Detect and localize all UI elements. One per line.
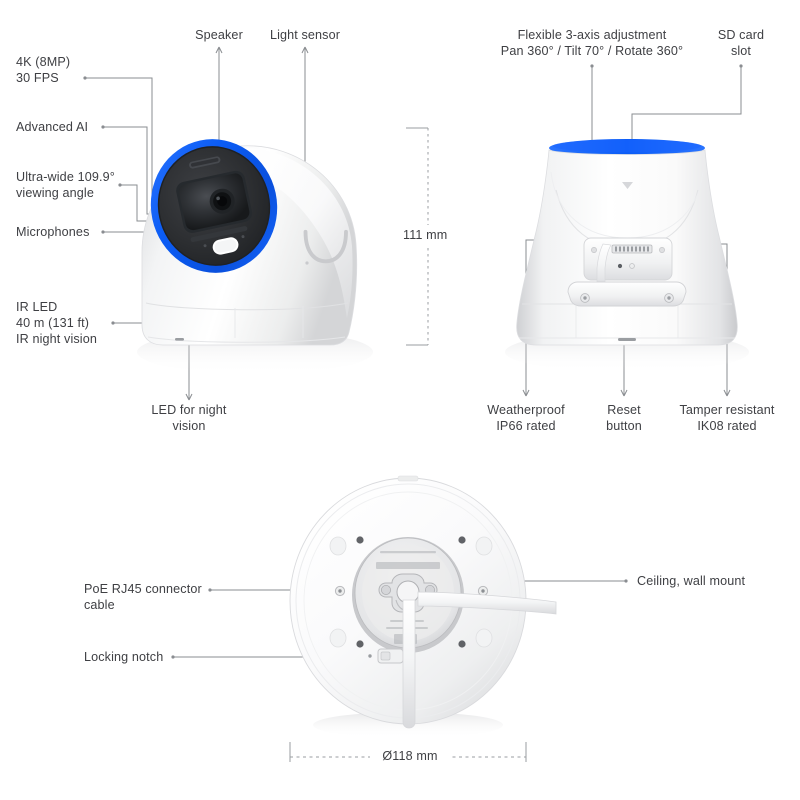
- screw-slot-right-head: [481, 589, 485, 593]
- dot-sd-card: [739, 64, 743, 68]
- keyhole-br: [475, 628, 493, 648]
- dot-locking-notch: [171, 655, 175, 659]
- front-base-vent: [175, 338, 184, 341]
- label-ir-led-line1: IR LED: [16, 300, 58, 314]
- plate-screw-right: [659, 247, 665, 253]
- label-sd-card-line1: SD card: [717, 28, 765, 42]
- arrowhead-led-night-vision: [185, 393, 193, 401]
- arrowhead-tamper-resistant: [723, 389, 731, 397]
- label-resolution-line1: 4K (8MP): [16, 55, 71, 69]
- arrowhead-speaker: [215, 46, 223, 54]
- microphone-hole-right: [241, 235, 245, 239]
- front-skirt-seams: [234, 306, 304, 338]
- label-poe-cable-line1: PoE RJ45 connector: [84, 582, 202, 596]
- label-resolution-line2: 30 FPS: [16, 71, 59, 85]
- arrowhead-reset-button: [620, 389, 628, 397]
- base-top-tab: [397, 475, 419, 482]
- height-dimension: [398, 127, 458, 346]
- dia-label-mask: [370, 746, 450, 768]
- dot-viewing-angle: [118, 183, 122, 187]
- speaker-slot-inner: [190, 158, 219, 167]
- label-weatherproof-line2: IP66 rated: [496, 419, 556, 433]
- label-speaker: Speaker: [195, 28, 243, 42]
- front-dome-highlight: [238, 147, 353, 318]
- label-tamper-resistant-line1: Tamper resistant: [679, 403, 775, 417]
- dot-resolution: [83, 76, 87, 80]
- plate-screw-left: [591, 247, 597, 253]
- dot-ir-led: [111, 321, 115, 325]
- bracket-screw-left-head: [583, 296, 587, 300]
- mount-hole-bl: [356, 640, 364, 648]
- front-led-ring-group: [150, 139, 278, 273]
- label-led-night-vision-line2: vision: [172, 419, 206, 433]
- keyhole-tr: [475, 536, 493, 556]
- mounting-bracket: [567, 281, 687, 307]
- front-skirt-line-upper: [145, 302, 349, 311]
- rear-led-ring-highlight: [553, 139, 701, 153]
- label-ir-led-line3: IR night vision: [16, 332, 97, 346]
- label-locking-notch: Locking notch: [84, 650, 164, 664]
- poe-cable-vertical: [402, 599, 416, 729]
- dot-ceiling-mount: [624, 579, 628, 583]
- poe-cable-horizontal: [417, 591, 557, 615]
- ir-led-band: [190, 226, 248, 243]
- reset-button: [617, 263, 623, 269]
- diameter-dimension: [289, 742, 527, 768]
- locking-notch-pin: [368, 654, 372, 658]
- dim-label-mask: [398, 225, 458, 245]
- mount-hole-tl: [356, 536, 364, 544]
- arrowhead-light-sensor: [301, 46, 309, 54]
- label-weatherproof-line1: Weatherproof: [487, 403, 565, 417]
- microphone-hole-left: [203, 244, 207, 248]
- bracket-screw-right-head: [667, 296, 671, 300]
- label-led-night-vision-line1: LED for night: [151, 403, 227, 417]
- label-light-sensor: Light sensor: [269, 28, 341, 42]
- dot-poe-cable: [208, 588, 212, 592]
- ubiquiti-logo-dot: [305, 261, 309, 265]
- screw-slot-left-head: [338, 589, 342, 593]
- rear-base-vent: [618, 338, 636, 341]
- label-reset-button-line1: Reset: [607, 403, 641, 417]
- lens-glint: [216, 196, 220, 201]
- label-ceiling-mount: Ceiling, wall mount: [637, 574, 746, 588]
- mount-base-illustration: [289, 475, 557, 738]
- keyhole-tl: [329, 536, 347, 556]
- keyhole-bl: [329, 628, 347, 648]
- dot-flexible-axis: [590, 64, 594, 68]
- cam-screw-left: [380, 585, 391, 596]
- label-microphones: Microphones: [16, 225, 90, 239]
- label-diameter-dimension: Ø118 mm: [382, 749, 438, 763]
- label-height-dimension: 111 mm: [403, 228, 448, 242]
- label-advanced-ai: Advanced AI: [16, 120, 89, 134]
- label-tamper-resistant-line2: IK08 rated: [697, 419, 757, 433]
- label-viewing-angle-line1: Ultra-wide 109.9°: [16, 170, 115, 184]
- label-ir-led-line2: 40 m (131 ft): [16, 316, 90, 330]
- mount-hole-br: [458, 640, 466, 648]
- label-reset-button-line2: button: [606, 419, 642, 433]
- arrowhead-weatherproof: [522, 389, 530, 397]
- ubiquiti-logo-icon: [303, 229, 348, 264]
- rear-alignment-marker: [622, 182, 633, 189]
- dot-microphones: [101, 230, 105, 234]
- sd-card-slot-teeth: [615, 246, 649, 252]
- dot-advanced-ai: [101, 125, 105, 129]
- label-flexible-axis-line1: Flexible 3-axis adjustment: [517, 28, 667, 42]
- label-poe-cable-line2: cable: [84, 598, 115, 612]
- label-sd-card-line2: slot: [730, 44, 752, 58]
- rear-skirt-seams: [575, 306, 679, 338]
- mount-hole-tr: [458, 536, 466, 544]
- label-viewing-angle-line2: viewing angle: [16, 186, 94, 200]
- front-skirt-line-lower: [147, 336, 346, 343]
- label-flexible-axis-line2: Pan 360° / Tilt 70° / Rotate 360°: [500, 44, 684, 58]
- locking-notch-inner: [380, 651, 391, 661]
- status-indicator: [629, 263, 635, 269]
- night-vision-led-inner: [214, 239, 237, 253]
- camera-front-illustration: [137, 139, 373, 374]
- camera-rear-illustration: [505, 139, 749, 372]
